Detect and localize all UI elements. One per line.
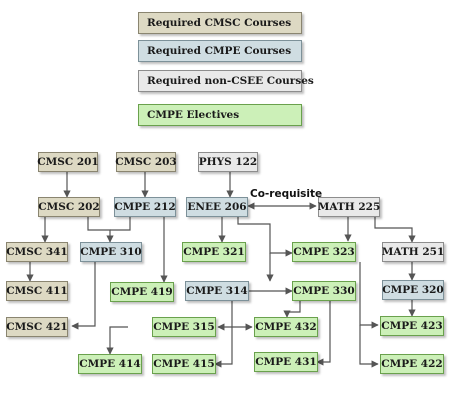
arrow-cmpe323-cmpe422 bbox=[359, 325, 379, 368]
legend-cmpe-electives: CMPE Electives bbox=[138, 104, 302, 126]
course-cmsc-202: CMSC 202 bbox=[38, 197, 100, 217]
course-cmpe-315: CMPE 315 bbox=[152, 317, 216, 337]
arrow-cmpe310-cmsc421 bbox=[71, 262, 96, 330]
corequisite-label: Co-requisite bbox=[250, 188, 323, 200]
course-cmsc-341: CMSC 341 bbox=[6, 242, 68, 262]
legend-required-cmpe: Required CMPE Courses bbox=[138, 40, 302, 62]
arrow-enee206-cmpe323 bbox=[237, 216, 293, 257]
course-cmpe-415: CMPE 415 bbox=[152, 354, 216, 374]
course-cmpe-212: CMPE 212 bbox=[114, 197, 176, 217]
course-cmpe-423: CMPE 423 bbox=[380, 316, 444, 336]
course-cmpe-321: CMPE 321 bbox=[182, 242, 246, 262]
course-cmpe-310: CMPE 310 bbox=[80, 242, 142, 262]
arrow-cmsc202-cmpe310 bbox=[87, 216, 114, 243]
legend-required-noncsee: Required non-CSEE Courses bbox=[138, 70, 314, 92]
arrow-cmpe315-cmpe414 bbox=[106, 326, 128, 355]
course-cmpe-432: CMPE 432 bbox=[254, 317, 318, 337]
course-cmpe-422: CMPE 422 bbox=[380, 354, 444, 374]
course-cmpe-320: CMPE 320 bbox=[382, 280, 444, 300]
arrow-cmpe314-cmpe415 bbox=[214, 300, 233, 368]
arrow-cmpe330-cmpe432 bbox=[283, 300, 301, 318]
course-cmpe-431: CMPE 431 bbox=[254, 352, 318, 372]
course-cmsc-421: CMSC 421 bbox=[6, 317, 68, 337]
course-math-225: MATH 225 bbox=[318, 197, 380, 217]
course-cmpe-419: CMPE 419 bbox=[110, 282, 174, 302]
course-phys-122: PHYS 122 bbox=[198, 152, 258, 172]
course-cmsc-203: CMSC 203 bbox=[115, 152, 177, 172]
course-cmpe-414: CMPE 414 bbox=[78, 354, 142, 374]
course-cmpe-330: CMPE 330 bbox=[292, 281, 356, 301]
arrow-cmpe330-cmpe431 bbox=[316, 300, 331, 366]
course-cmpe-314: CMPE 314 bbox=[185, 281, 249, 301]
course-cmsc-411: CMSC 411 bbox=[6, 281, 68, 301]
arrow-cmpe323-cmpe423 bbox=[359, 262, 379, 329]
course-cmpe-323: CMPE 323 bbox=[292, 242, 356, 262]
course-cmsc-201: CMSC 201 bbox=[37, 152, 99, 172]
course-enee-206: ENEE 206 bbox=[186, 197, 248, 217]
arrow-cmpe212-cmpe310 bbox=[110, 216, 131, 231]
legend-required-cmsc: Required CMSC Courses bbox=[138, 12, 302, 34]
course-math-251: MATH 251 bbox=[382, 242, 444, 262]
